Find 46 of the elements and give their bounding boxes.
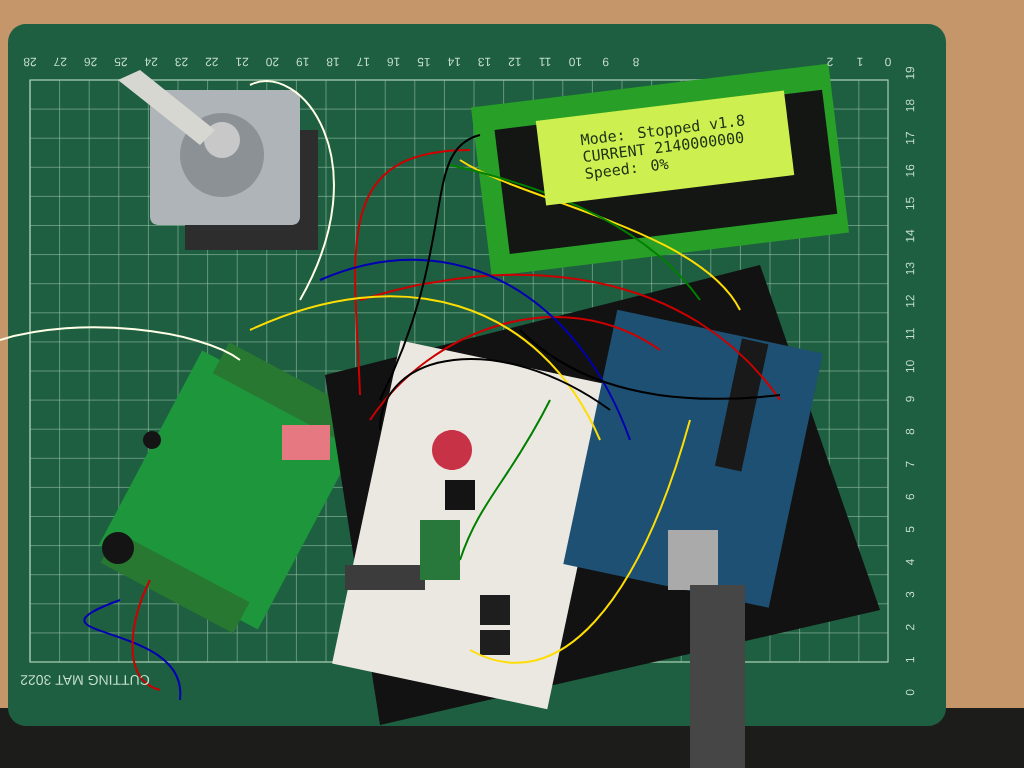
- ruler-number: 6: [905, 494, 915, 500]
- ruler-number: 14: [447, 57, 460, 67]
- ruler-number: 13: [905, 262, 915, 275]
- ruler-number: 22: [205, 57, 218, 67]
- ruler-number: 10: [569, 57, 582, 67]
- ruler-number: 1: [857, 57, 863, 67]
- ruler-number: 11: [539, 57, 551, 67]
- ruler-number: 4: [905, 559, 915, 566]
- mat-label: CUTTING MAT 3022: [20, 675, 150, 685]
- ruler-number: 13: [478, 57, 491, 67]
- ruler-number: 9: [905, 396, 915, 402]
- ruler-number: 27: [54, 57, 67, 67]
- ruler-number: 5: [905, 526, 915, 533]
- ruler-number: 11: [905, 328, 915, 340]
- ruler-number: 19: [905, 66, 915, 79]
- ruler-number: 15: [905, 197, 915, 210]
- ruler-number: 8: [633, 57, 639, 67]
- ruler-number: 9: [602, 57, 609, 67]
- ruler-number: 7: [905, 461, 915, 467]
- ruler-number: 23: [175, 57, 188, 67]
- lcd-screen: Mode: Stopped v1.8 CURRENT 2140000000 Speed: 0%: [535, 90, 795, 206]
- ruler-number: 17: [905, 132, 915, 144]
- ruler-number: 8: [905, 428, 915, 435]
- ruler-number: 12: [508, 57, 521, 67]
- ruler-number: 0: [905, 689, 915, 696]
- ruler-number: 16: [387, 57, 400, 67]
- ruler-number: 3: [905, 591, 915, 598]
- ruler-number: 28: [23, 57, 37, 67]
- ruler-number: 17: [357, 57, 370, 67]
- ruler-number: 15: [417, 57, 430, 67]
- ruler-number: 14: [905, 229, 915, 242]
- ruler-number: 18: [326, 57, 339, 67]
- ruler-number: 0: [885, 57, 891, 67]
- ruler-number: 2: [827, 57, 833, 67]
- ruler-number: 20: [266, 57, 279, 67]
- ruler-number: 16: [905, 164, 915, 177]
- ruler-number: 10: [905, 360, 915, 373]
- ruler-number: 2: [905, 624, 915, 630]
- ruler-number: 1: [905, 657, 915, 663]
- ruler-number: 21: [236, 57, 249, 67]
- ruler-number: 19: [296, 57, 309, 67]
- ruler-number: 12: [905, 295, 915, 307]
- ruler-number: 26: [84, 57, 97, 67]
- ruler-number: 24: [144, 57, 158, 67]
- ruler-number: 25: [114, 57, 127, 67]
- ruler-number: 18: [905, 99, 915, 112]
